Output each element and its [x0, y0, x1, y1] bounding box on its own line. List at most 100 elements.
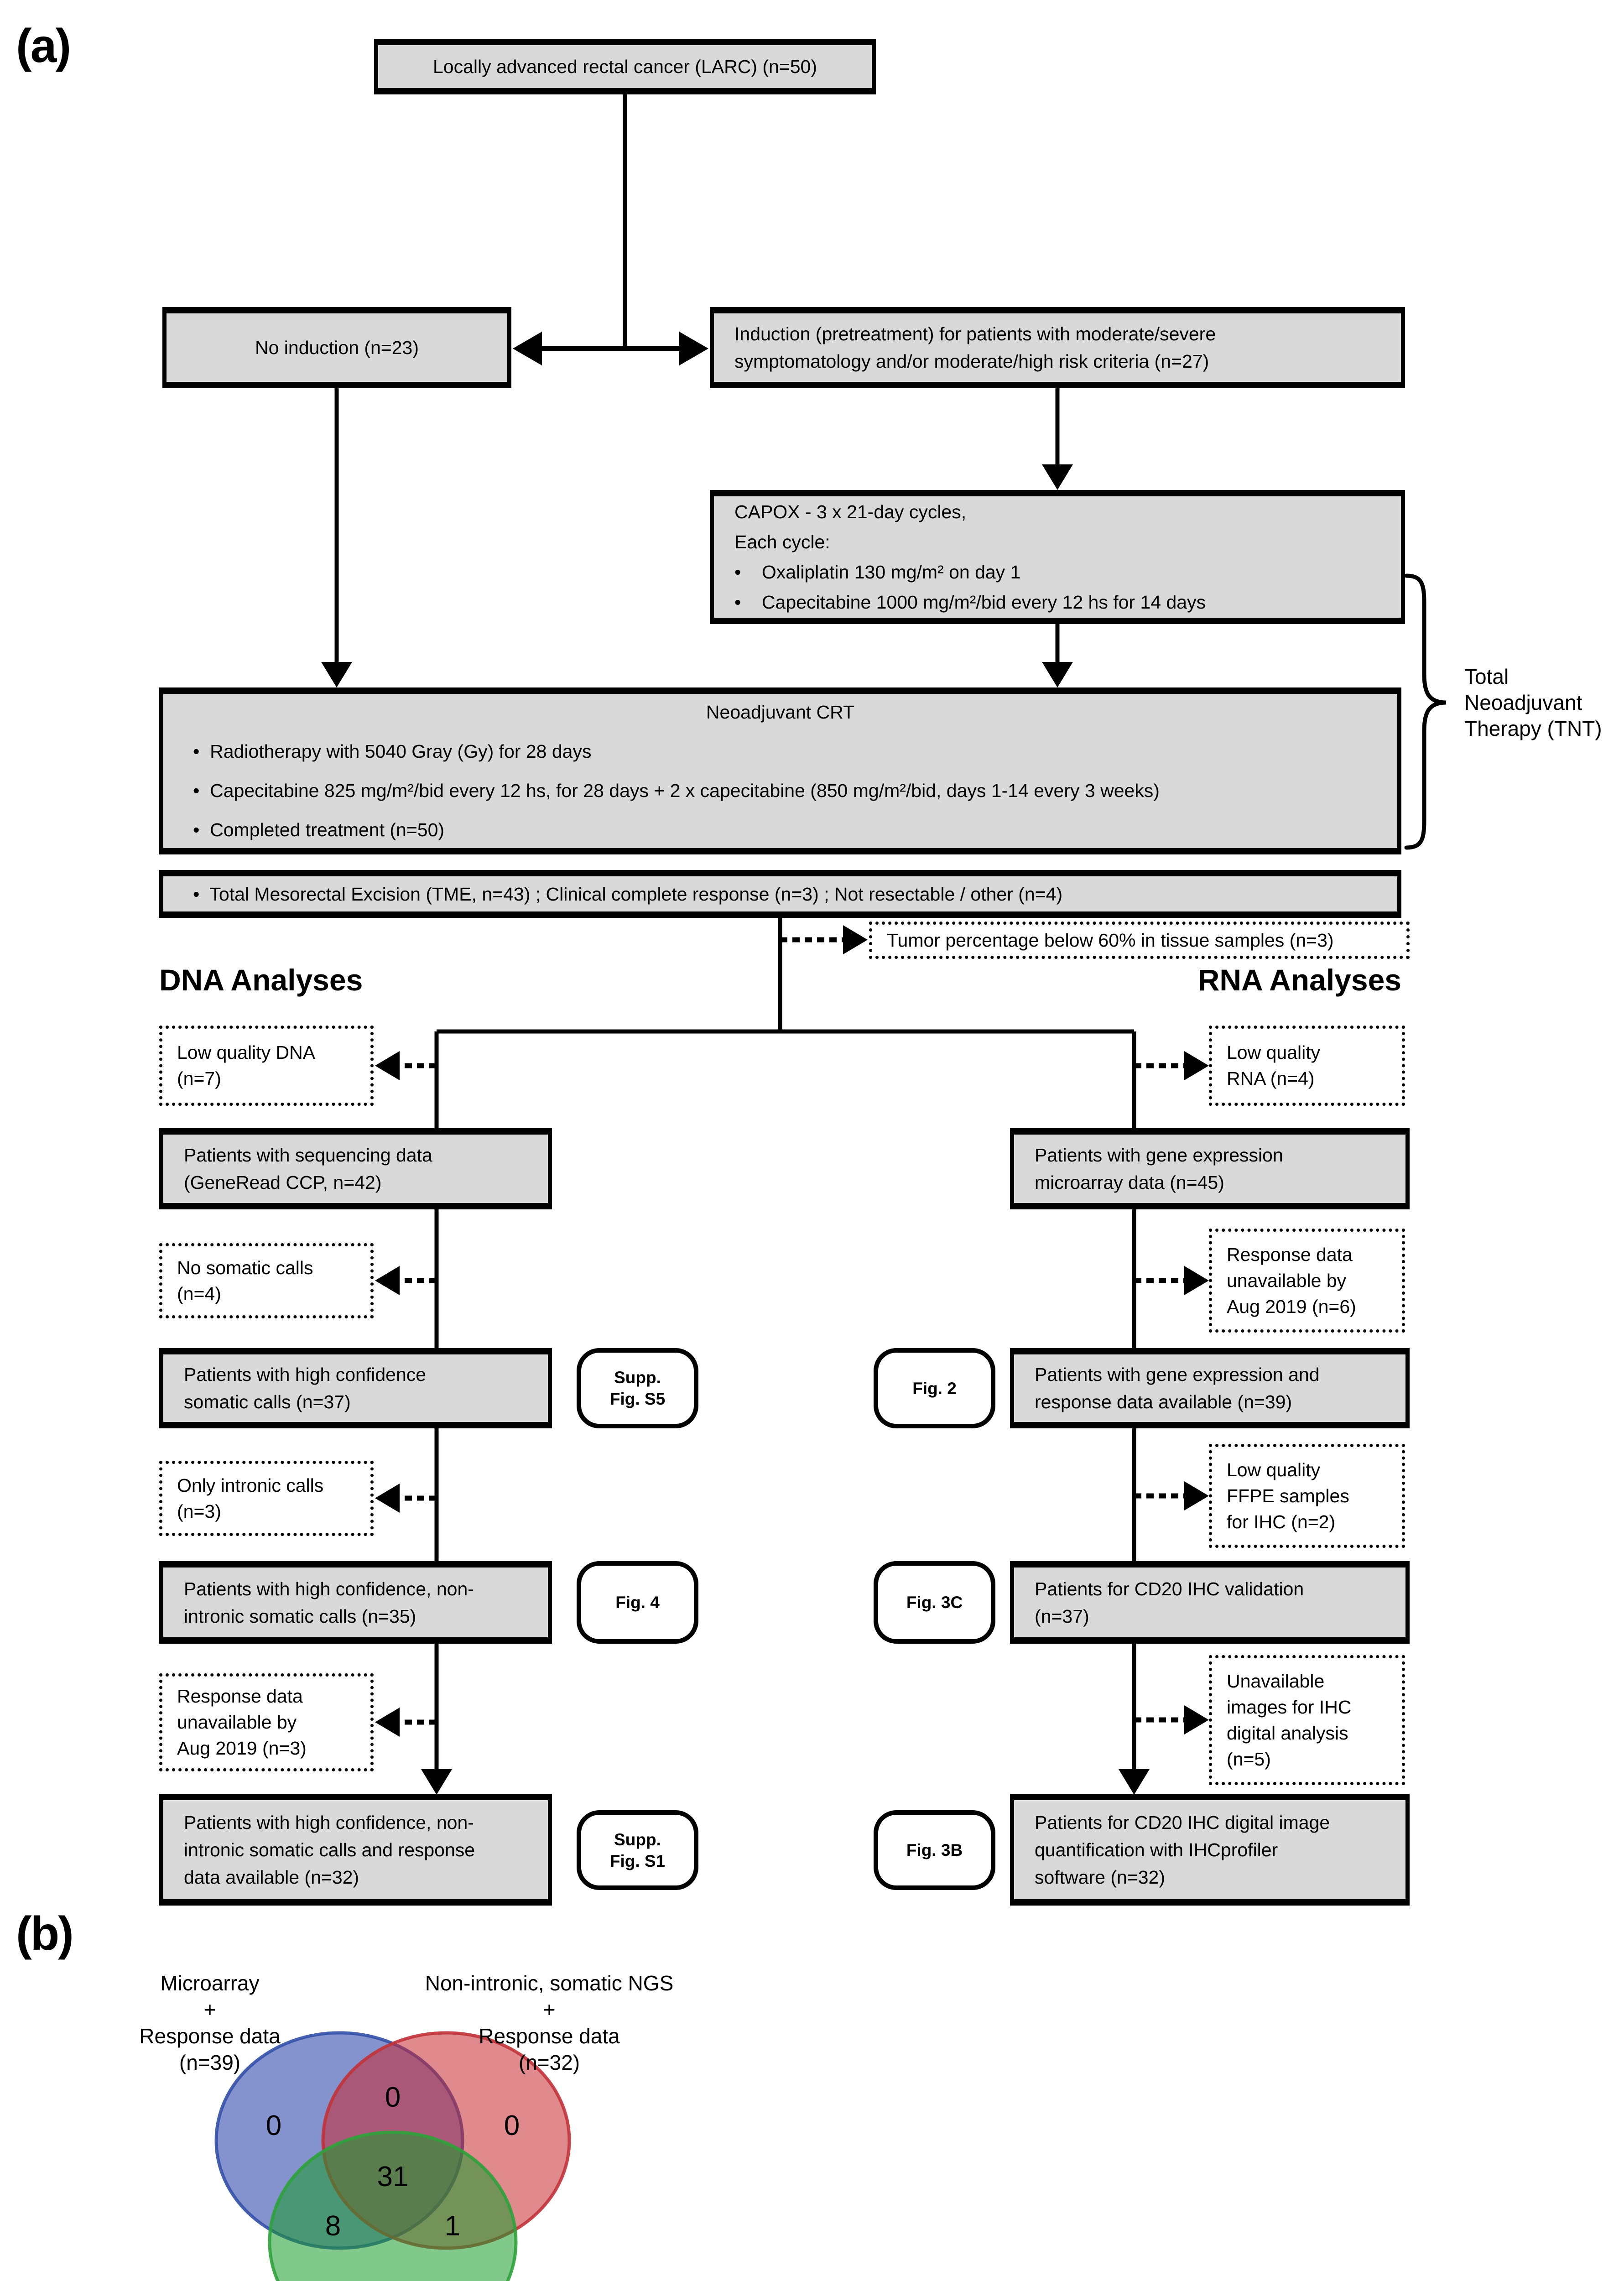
venn-count-red-only: 0: [504, 2110, 520, 2141]
figref-supp-s5-line: Fig. S5: [609, 1390, 666, 1408]
box-low-quality-ffpe: Low quality FFPE samples for IHC (n=2): [1209, 1444, 1405, 1548]
arrowhead-intronic-icon: [375, 1484, 400, 1513]
arrowhead-crt-right-icon: [1042, 662, 1073, 687]
venn-count-blue-red: 0: [385, 2082, 401, 2113]
box-response-unavailable-n3-line: unavailable by: [177, 1712, 297, 1733]
box-high-confidence-calls-line: Patients with high confidence: [184, 1364, 427, 1385]
figref-supp-s5: Supp. Fig. S5: [577, 1348, 698, 1428]
arrowhead-right-icon: [679, 332, 708, 365]
box-tme-text: • Total Mesorectal Excision (TME, n=43) …: [193, 883, 1063, 905]
box-larc: Locally advanced rectal cancer (LARC) (n…: [374, 39, 876, 94]
box-capox-line: Each cycle:: [734, 531, 830, 552]
figref-fig3b-text: Fig. 3B: [906, 1841, 963, 1859]
figref-supp-s1-line: Supp.: [614, 1830, 661, 1849]
box-no-somatic-calls-line: (n=4): [177, 1283, 221, 1304]
box-induction-line: symptomatology and/or moderate/high risk…: [734, 351, 1209, 372]
figref-fig2: Fig. 2: [874, 1348, 995, 1428]
venn-circle-any-data: [268, 2130, 518, 2281]
box-low-quality-dna: Low quality DNA (n=7): [159, 1026, 374, 1106]
box-final-rna-line: Patients for CD20 IHC digital image: [1035, 1812, 1330, 1833]
box-gene-expression-response: Patients with gene expression and respon…: [1010, 1348, 1410, 1428]
arrowhead-final-dna-icon: [421, 1769, 452, 1795]
box-final-rna: Patients for CD20 IHC digital image quan…: [1010, 1794, 1410, 1906]
venn-label-ngs-line: +: [543, 1998, 556, 2021]
box-unavailable-images: Unavailable images for IHC digital analy…: [1209, 1655, 1405, 1785]
panel-b-label: (b): [16, 1907, 74, 1960]
box-sequencing-data-line: (GeneRead CCP, n=42): [184, 1172, 382, 1193]
tnt-brace-icon: [1404, 573, 1447, 850]
tnt-label: Total Neoadjuvant Therapy (TNT): [1464, 664, 1602, 742]
box-crt-bullet: • Radiotherapy with 5040 Gray (Gy) for 2…: [193, 741, 592, 762]
venn-count-blue-only: 0: [265, 2110, 282, 2141]
venn-label-microarray: Microarray + Response data (n=39): [73, 1970, 347, 2076]
tnt-line: Total: [1464, 665, 1509, 688]
box-non-intronic-calls-line: Patients with high confidence, non-: [184, 1578, 474, 1599]
box-cd20-validation: Patients for CD20 IHC validation (n=37): [1010, 1561, 1410, 1644]
arrowhead-resp6-icon: [1184, 1266, 1209, 1295]
arrowhead-resp3-icon: [375, 1708, 400, 1737]
box-final-rna-line: quantification with IHCprofiler: [1035, 1839, 1278, 1860]
venn-label-ngs-line: (n=32): [518, 2051, 580, 2074]
figref-supp-s1-line: Fig. S1: [609, 1851, 666, 1870]
box-tme: • Total Mesorectal Excision (TME, n=43) …: [159, 870, 1401, 918]
box-non-intronic-calls-line: intronic somatic calls (n=35): [184, 1605, 416, 1627]
figref-supp-s1: Supp. Fig. S1: [577, 1810, 698, 1890]
box-capox-line: CAPOX - 3 x 21-day cycles,: [734, 501, 967, 522]
venn-label-ngs: Non-intronic, somatic NGS + Response dat…: [390, 1970, 709, 2076]
box-microarray-data-line: microarray data (n=45): [1035, 1172, 1224, 1193]
figref-fig3c-text: Fig. 3C: [906, 1593, 963, 1612]
venn-label-microarray-line: Microarray: [160, 1971, 260, 1995]
arrowhead-ffpe-icon: [1184, 1481, 1209, 1510]
venn-label-ngs-line: Non-intronic, somatic NGS: [425, 1971, 674, 1995]
box-tumor-percentage: Tumor percentage below 60% in tissue sam…: [869, 922, 1410, 959]
box-tumor-percentage-text: Tumor percentage below 60% in tissue sam…: [887, 929, 1334, 951]
box-response-unavailable-n6-line: Response data: [1227, 1244, 1353, 1265]
box-response-unavailable-n6-line: Aug 2019 (n=6): [1227, 1296, 1356, 1317]
box-cd20-validation-line: Patients for CD20 IHC validation: [1035, 1578, 1304, 1599]
box-final-dna-line: intronic somatic calls and response: [184, 1839, 475, 1860]
box-final-dna-line: Patients with high confidence, non-: [184, 1812, 474, 1833]
box-cd20-validation-line: (n=37): [1035, 1605, 1089, 1627]
box-crt-bullet: • Capecitabine 825 mg/m²/bid every 12 hs…: [193, 780, 1160, 801]
box-crt-bullet: • Completed treatment (n=50): [193, 819, 445, 840]
box-capox-line: • Capecitabine 1000 mg/m²/bid every 12 h…: [734, 592, 1206, 613]
arrowhead-left-icon: [513, 332, 542, 365]
box-low-quality-ffpe-line: FFPE samples: [1227, 1485, 1349, 1506]
box-unavailable-images-line: Unavailable: [1227, 1670, 1325, 1692]
box-response-unavailable-n3-line: Response data: [177, 1686, 303, 1707]
arrowhead-lowrna-icon: [1184, 1051, 1209, 1080]
figref-fig4-text: Fig. 4: [615, 1593, 660, 1612]
box-response-unavailable-n3: Response data unavailable by Aug 2019 (n…: [159, 1673, 374, 1771]
panel-a-label: (a): [16, 20, 71, 73]
arrowhead-final-rna-icon: [1119, 1769, 1150, 1795]
box-capox: CAPOX - 3 x 21-day cycles, Each cycle: •…: [710, 490, 1405, 624]
box-gene-expression-response-line: response data available (n=39): [1035, 1391, 1292, 1412]
box-no-induction: No induction (n=23): [162, 307, 511, 388]
tnt-line: Neoadjuvant: [1464, 691, 1582, 714]
box-neoadjuvant-crt: Neoadjuvant CRT • Radiotherapy with 5040…: [159, 687, 1401, 854]
box-no-induction-text: No induction (n=23): [255, 337, 419, 358]
venn-count-center: 31: [377, 2161, 409, 2192]
arrowhead-nosomatic-icon: [375, 1266, 400, 1295]
box-response-unavailable-n3-line: Aug 2019 (n=3): [177, 1738, 307, 1759]
box-response-unavailable-n6-line: unavailable by: [1227, 1270, 1347, 1291]
dashed-arrowheads: [375, 925, 1209, 1737]
box-low-quality-dna-line: (n=7): [177, 1068, 221, 1089]
arrowhead-lowdna-icon: [375, 1051, 400, 1080]
venn-label-ngs-line: Response data: [479, 2024, 620, 2048]
figref-fig3b: Fig. 3B: [874, 1810, 995, 1890]
figref-supp-s5-line: Supp.: [614, 1368, 661, 1387]
box-induction-line: Induction (pretreatment) for patients wi…: [734, 323, 1216, 344]
box-low-quality-dna-line: Low quality DNA: [177, 1042, 316, 1063]
box-no-somatic-calls: No somatic calls (n=4): [159, 1243, 374, 1318]
box-low-quality-rna: Low quality RNA (n=4): [1209, 1026, 1405, 1106]
box-crt-title: Neoadjuvant CRT: [706, 702, 855, 723]
box-final-dna: Patients with high confidence, non- intr…: [159, 1794, 552, 1906]
venn-label-microarray-line: +: [203, 1998, 216, 2021]
box-low-quality-ffpe-line: for IHC (n=2): [1227, 1511, 1336, 1532]
arrowhead-crt-left-icon: [321, 662, 352, 687]
box-no-somatic-calls-line: No somatic calls: [177, 1257, 313, 1278]
box-only-intronic-calls-line: (n=3): [177, 1500, 221, 1522]
